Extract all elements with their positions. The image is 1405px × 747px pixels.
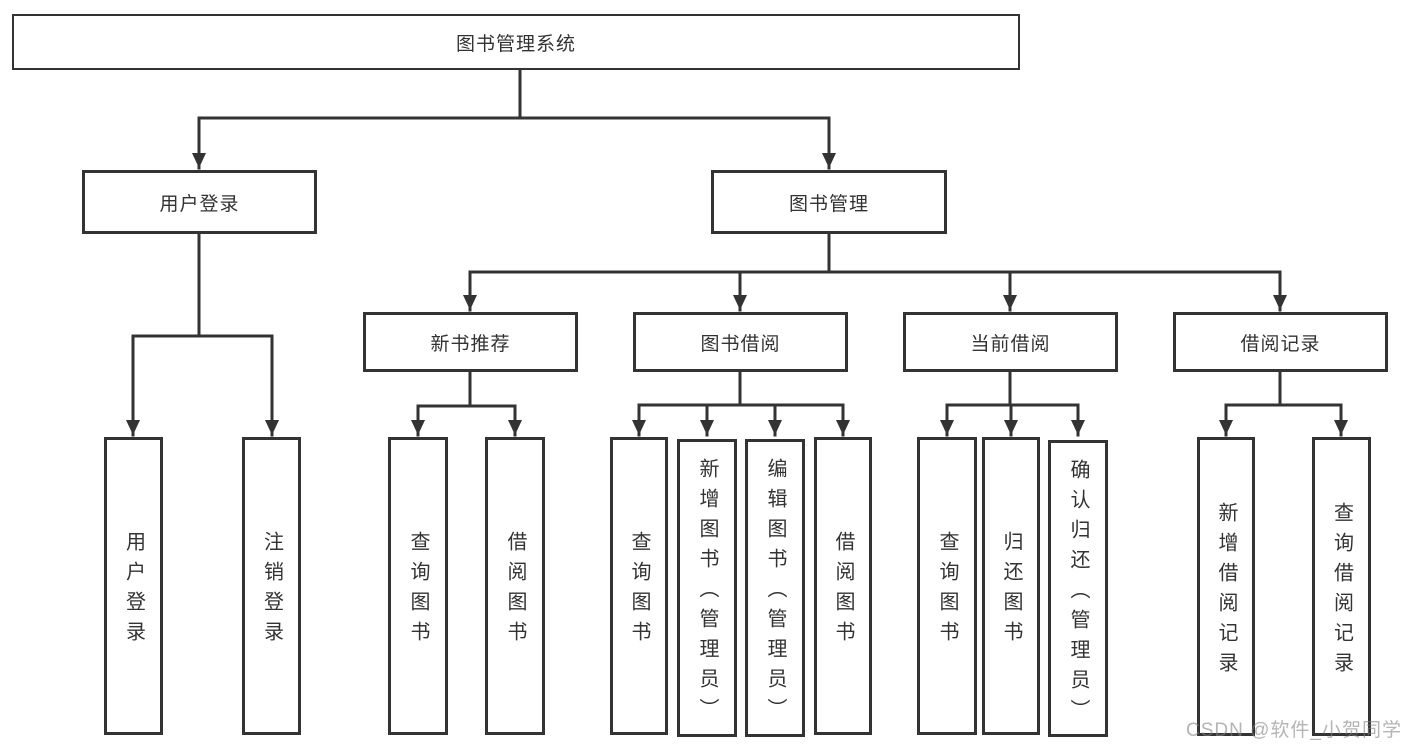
edge-new-book-recommend-children: [411, 370, 522, 437]
leaf-records-add-borrow-record: 新增借阅记录: [1197, 437, 1255, 736]
csdn-watermark: CSDN @软件_小贺同学: [1186, 720, 1402, 741]
edge-root-to-level2: [192, 68, 836, 170]
node-new-book-recommend: 新书推荐: [363, 312, 578, 372]
leaf-current-query-books: 查询图书: [917, 437, 977, 735]
node-current-borrowing: 当前借阅: [903, 312, 1118, 372]
node-user-login: 用户登录: [82, 170, 317, 234]
leaf-user-login: 用户登录: [104, 437, 163, 735]
edge-user-login-children: [126, 232, 279, 437]
leaf-recommend-borrow-books: 借阅图书: [485, 437, 545, 735]
leaf-borrowing-borrow-books: 借阅图书: [814, 437, 872, 735]
leaf-recommend-query-books: 查询图书: [388, 437, 448, 735]
leaf-current-return-books: 归还图书: [982, 437, 1040, 735]
node-borrow-records: 借阅记录: [1173, 312, 1388, 372]
edge-current-borrowing-children: [940, 370, 1085, 437]
leaf-borrowing-add-books-admin: 新增图书（管理员）: [677, 439, 737, 737]
edge-borrow-records-children: [1219, 370, 1348, 437]
node-root-library-management-system: 图书管理系统: [12, 14, 1020, 70]
leaf-logout: 注销登录: [242, 437, 301, 735]
node-book-borrowing: 图书借阅: [633, 312, 848, 372]
edge-book-borrowing-children: [632, 370, 850, 437]
node-book-management: 图书管理: [711, 170, 947, 234]
leaf-borrowing-edit-books-admin: 编辑图书（管理员）: [745, 439, 805, 737]
leaf-borrowing-query-books: 查询图书: [610, 437, 668, 735]
leaf-current-confirm-return-admin: 确认归还（管理员）: [1048, 440, 1108, 737]
edge-book-management-children: [463, 232, 1287, 312]
leaf-records-query-borrow-record: 查询借阅记录: [1312, 437, 1371, 736]
